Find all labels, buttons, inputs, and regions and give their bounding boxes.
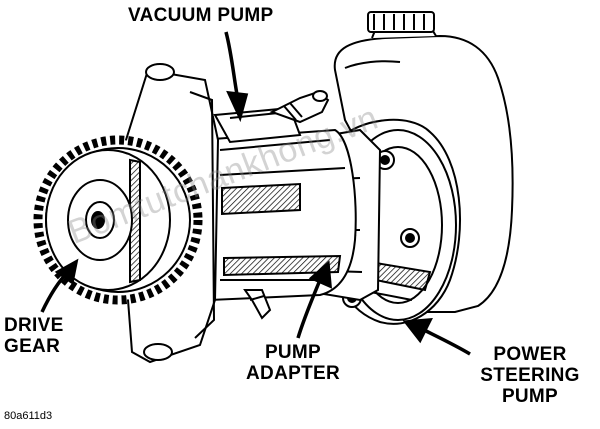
pump-adapter-arrow [298, 264, 330, 338]
power-steering-label-line1: POWER [493, 344, 567, 365]
power-steering-pump-label: POWER STEERING PUMP [470, 344, 590, 407]
pump-adapter-label: PUMP ADAPTER [218, 342, 368, 384]
drive-gear-arrow [42, 262, 76, 312]
power-steering-label-line3: PUMP [501, 386, 559, 407]
drive-gear-label-line1: DRIVE [4, 315, 64, 336]
figure-code: 80a611d3 [4, 410, 53, 422]
power-steering-pump-arrow [406, 320, 470, 354]
power-steering-label-line2: STEERING [480, 365, 580, 386]
leader-arrows [42, 32, 470, 354]
drive-gear-label-line2: GEAR [4, 336, 61, 357]
vacuum-pump-label: VACUUM PUMP [128, 5, 274, 26]
pump-adapter-label-line1: PUMP [264, 342, 322, 363]
pump-adapter-label-line2: ADAPTER [246, 363, 340, 384]
vacuum-pump-arrow [226, 32, 246, 117]
drive-gear-label: DRIVE GEAR [4, 315, 64, 357]
vacuum-pump-body [200, 91, 356, 318]
